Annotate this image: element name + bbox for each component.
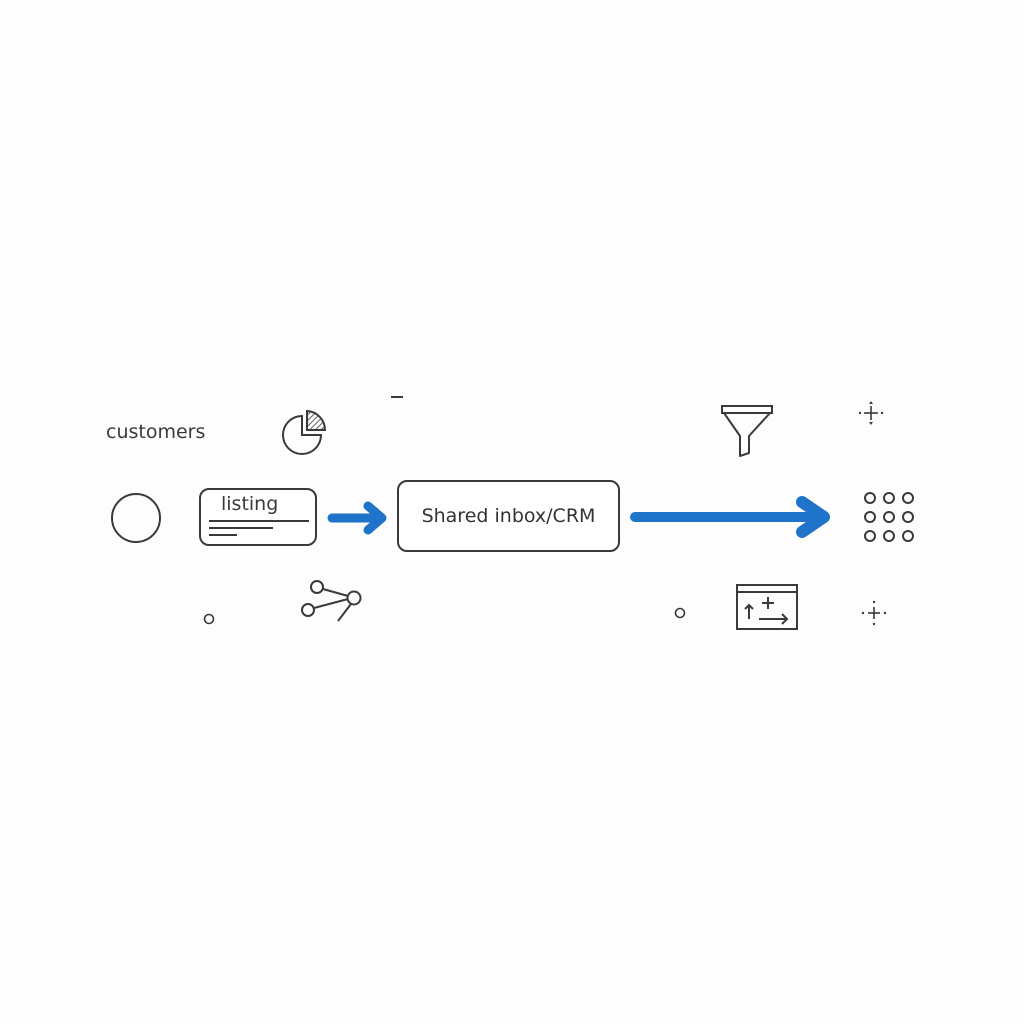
move-cursor-icon	[858, 401, 884, 425]
arrow-listing-to-crm	[327, 501, 387, 535]
window-arrows-icon	[736, 584, 798, 630]
text-line	[209, 534, 237, 536]
small-circle-right	[674, 607, 686, 619]
move-cursor-icon	[861, 600, 887, 626]
pie-chart-icon	[282, 409, 327, 455]
shared-inbox-crm[interactable]: Shared inbox/CRM	[397, 480, 620, 552]
customers-label: customers	[106, 421, 206, 443]
small-circle-left	[203, 613, 215, 625]
funnel-icon	[721, 405, 773, 457]
customer-node[interactable]	[110, 492, 164, 546]
listing-label: listing	[221, 493, 279, 515]
arrow-crm-to-grid	[630, 496, 830, 538]
text-line	[209, 520, 309, 522]
dot-grid-icon[interactable]	[862, 490, 918, 546]
text-line	[209, 527, 273, 529]
hub-label: Shared inbox/CRM	[421, 505, 596, 527]
dash-mark	[391, 396, 403, 398]
share-nodes-icon	[301, 580, 362, 622]
listing-card[interactable]: listing	[199, 488, 317, 546]
